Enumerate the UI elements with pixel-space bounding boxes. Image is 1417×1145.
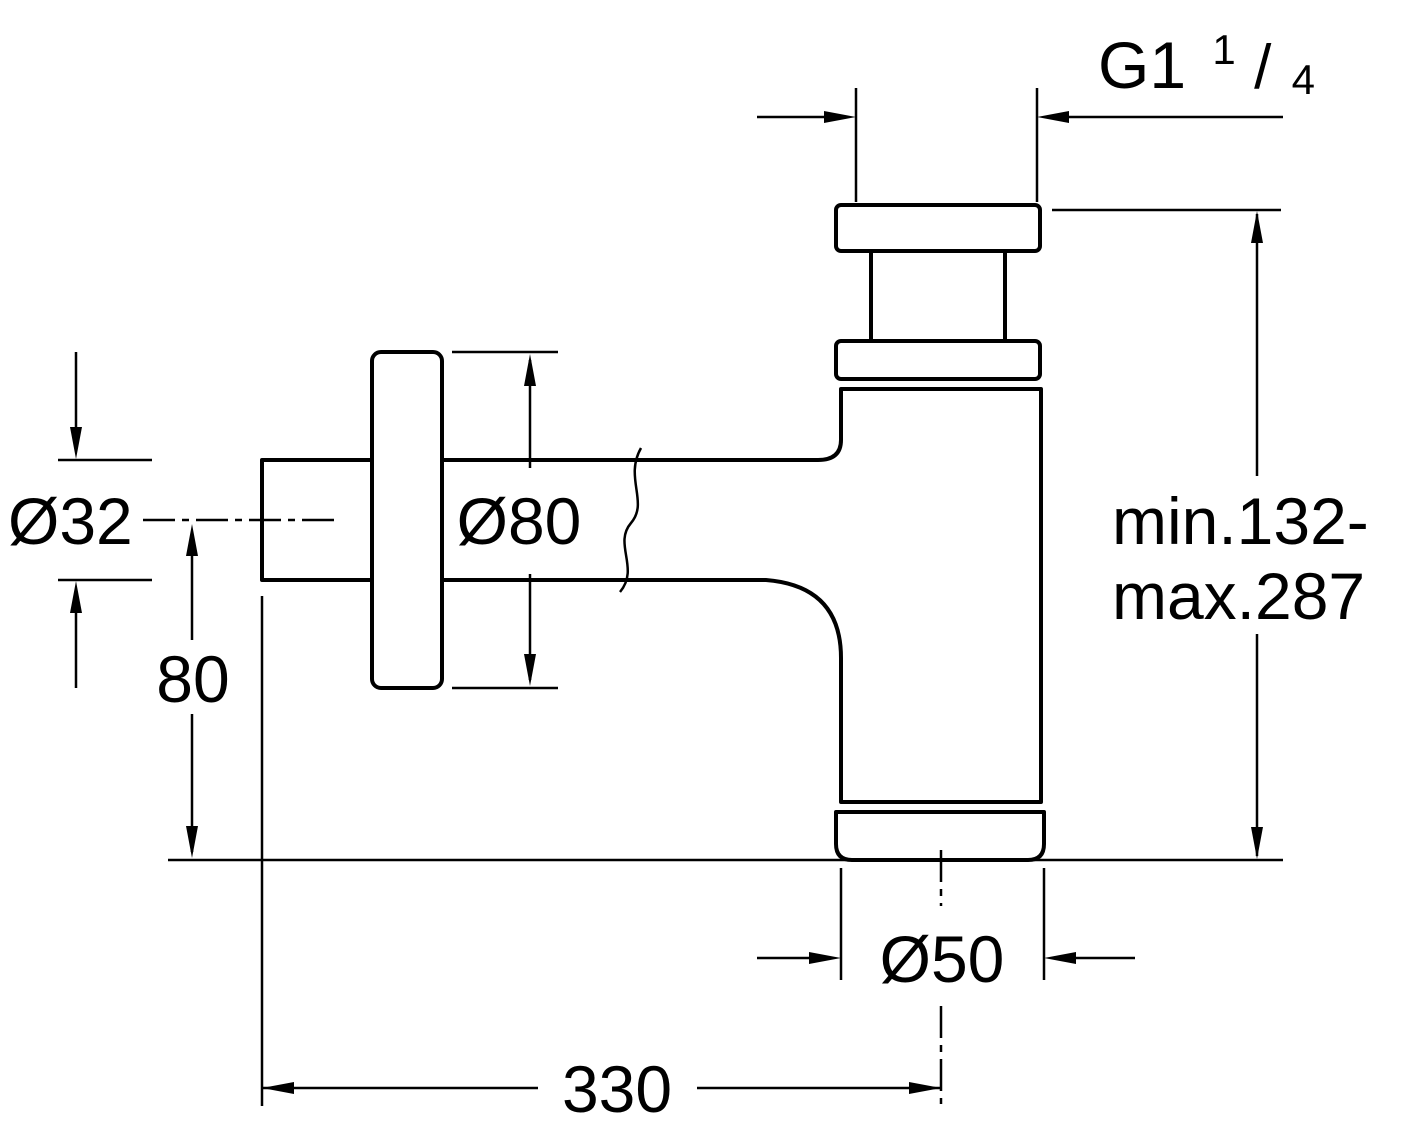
overall-length-lines <box>260 596 941 1106</box>
arrowhead-right-icon <box>824 111 856 123</box>
arrowhead-left-icon <box>1044 952 1076 964</box>
lock-nut-flange <box>834 339 1042 381</box>
label-height-range-line1: min.132- <box>1112 484 1369 558</box>
dimension-rosette-diameter: Ø80 <box>452 350 582 690</box>
arrowhead-right-icon <box>809 952 841 964</box>
top-flange <box>834 203 1042 253</box>
dimension-thread: G1 1 / 4 <box>757 4 1315 202</box>
arrowhead-left-icon <box>262 1082 294 1094</box>
part-outline <box>260 203 1046 862</box>
label-height-range-line2: max.287 <box>1112 559 1365 633</box>
wall-rosette <box>370 350 444 690</box>
label-outlet-height: 80 <box>156 642 229 716</box>
arrowhead-down-icon <box>524 654 536 686</box>
arrowhead-down-icon <box>70 427 82 459</box>
label-overall-length: 330 <box>562 1052 672 1126</box>
dimension-body-diameter: Ø50 <box>757 868 1135 996</box>
arrowhead-left-icon <box>1037 111 1069 123</box>
arrowhead-down-icon <box>1251 827 1263 859</box>
arrowhead-up-icon <box>70 581 82 613</box>
label-thread-size: G1 1 / 4 <box>1098 4 1315 103</box>
tailpiece-neck <box>869 251 1007 341</box>
trap-body-and-outlet-pipe <box>260 387 1043 804</box>
thread-base: G1 <box>1098 28 1186 102</box>
thread-denominator: 4 <box>1292 56 1315 103</box>
arrowhead-up-icon <box>186 524 198 556</box>
dimension-outlet-height: 80 <box>156 524 230 858</box>
arrowhead-right-icon <box>909 1082 941 1094</box>
label-pipe-diameter: Ø32 <box>8 484 133 558</box>
dimension-pipe-diameter: Ø32 <box>8 352 152 688</box>
pipe-diameter-lines <box>58 352 152 688</box>
thread-numerator: 1 <box>1212 26 1235 73</box>
arrowhead-up-icon <box>524 354 536 386</box>
arrowhead-down-icon <box>186 826 198 858</box>
height-range-lines <box>1052 208 1281 856</box>
body-diameter-lines <box>757 868 1135 980</box>
arrowhead-up-icon <box>1251 211 1263 243</box>
rosette-diameter-lines <box>452 350 558 690</box>
label-body-diameter: Ø50 <box>880 922 1005 996</box>
thread-slash: / <box>1254 33 1272 102</box>
thread-extension-and-dim-lines <box>757 88 1283 202</box>
dimension-height-range: min.132- max.287 <box>1052 208 1369 859</box>
dimension-overall-length: 330 <box>260 596 941 1126</box>
pipe-break-line <box>619 447 643 593</box>
label-rosette-diameter: Ø80 <box>457 484 582 558</box>
